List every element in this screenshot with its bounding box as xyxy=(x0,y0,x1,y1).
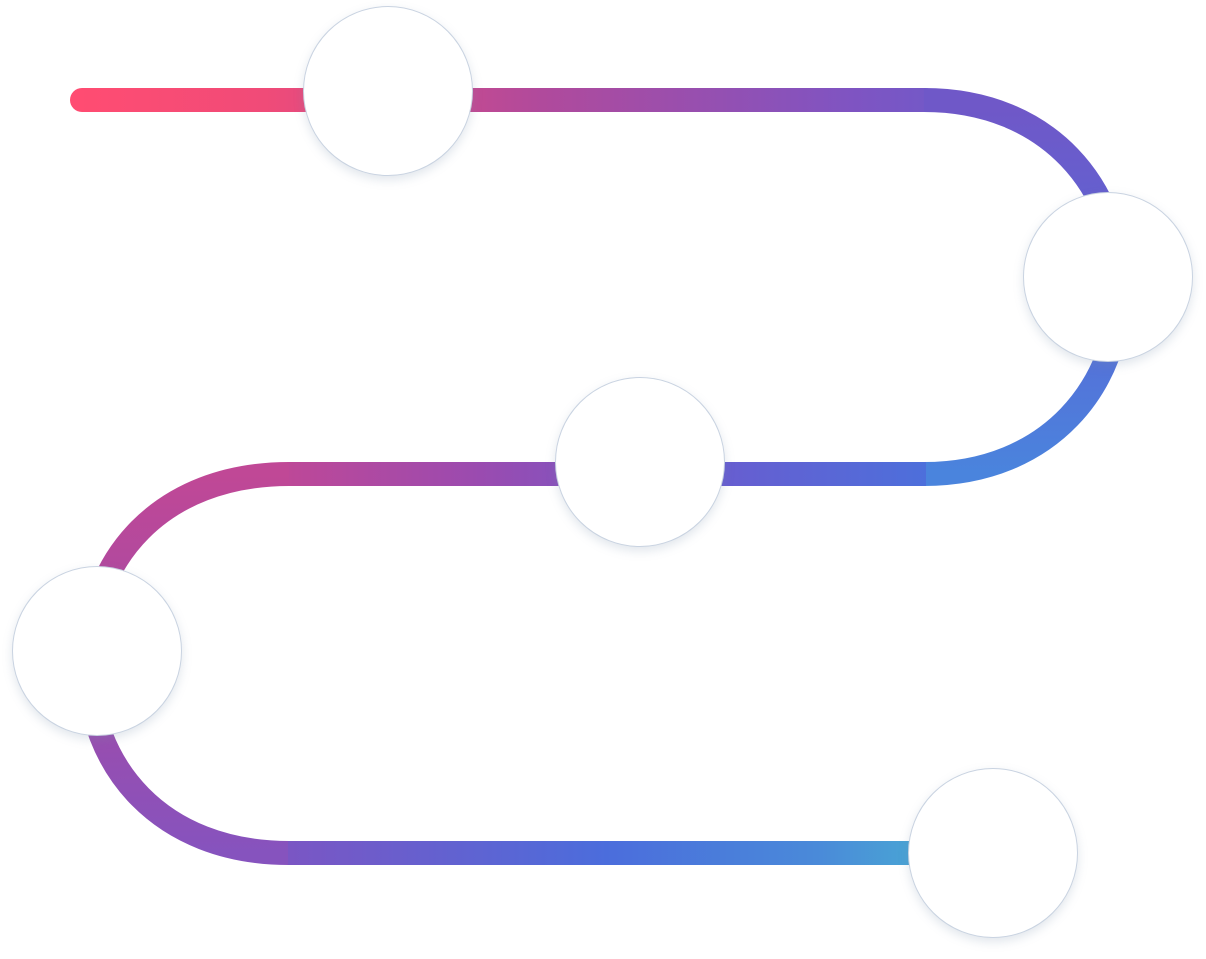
milestone-node-5[interactable] xyxy=(908,768,1078,938)
milestone-node-2[interactable] xyxy=(1023,192,1193,362)
milestone-node-4[interactable] xyxy=(12,566,182,736)
milestone-node-3[interactable] xyxy=(555,377,725,547)
milestone-node-1[interactable] xyxy=(303,6,473,176)
